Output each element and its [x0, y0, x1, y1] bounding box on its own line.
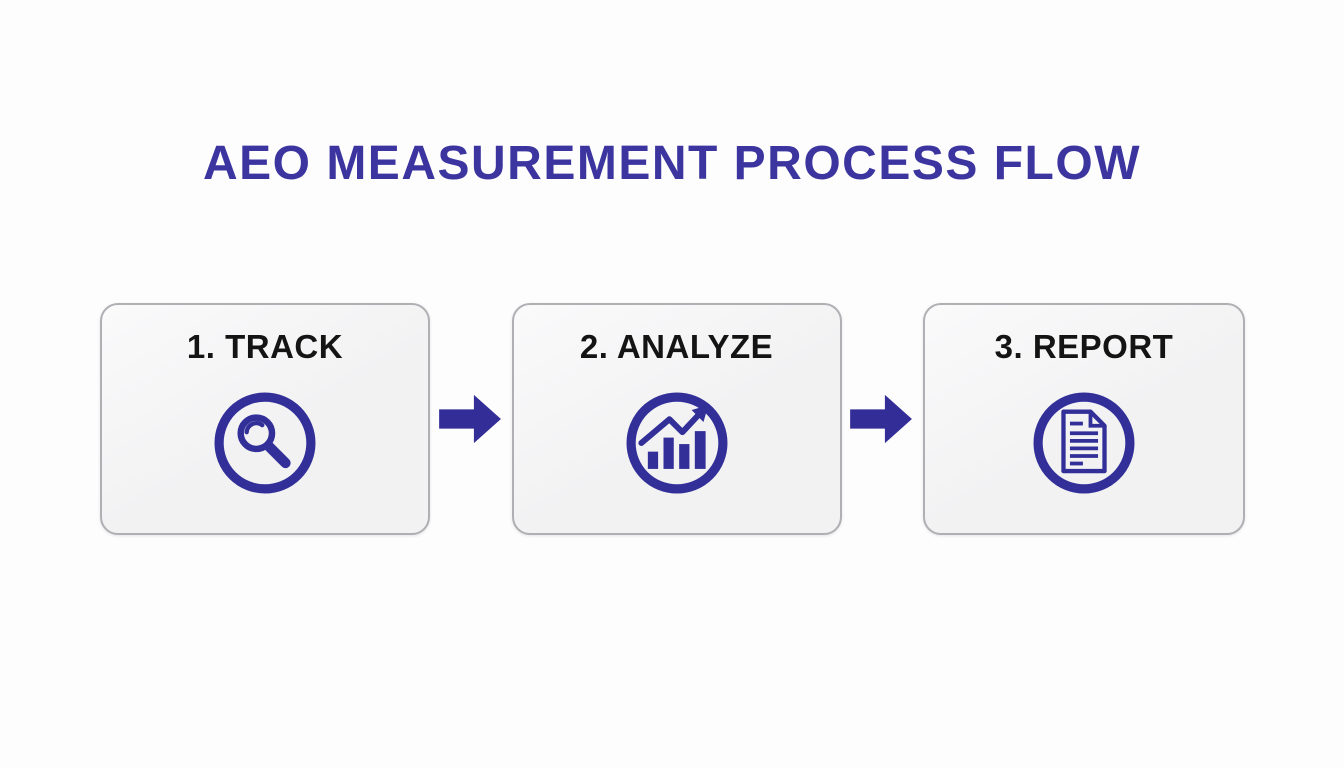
arrow-right-icon [430, 303, 512, 535]
arrow-right-icon [842, 303, 924, 535]
magnifier-icon [211, 389, 319, 497]
step-card-report: 3. REPORT [923, 303, 1245, 535]
step-label-report: 3. REPORT [994, 328, 1174, 365]
process-flow: 1. TRACK 2. ANALYZE [100, 303, 1245, 535]
page-title: AEO MEASUREMENT PROCESS FLOW [202, 137, 1142, 190]
step-label-track: 1. TRACK [186, 328, 344, 365]
step-label-analyze: 2. ANALYZE [579, 328, 774, 365]
step-card-analyze: 2. ANALYZE [511, 303, 842, 535]
bar-chart-icon [623, 389, 731, 497]
document-icon [1030, 389, 1138, 497]
step-card-track: 1. TRACK [100, 303, 430, 535]
